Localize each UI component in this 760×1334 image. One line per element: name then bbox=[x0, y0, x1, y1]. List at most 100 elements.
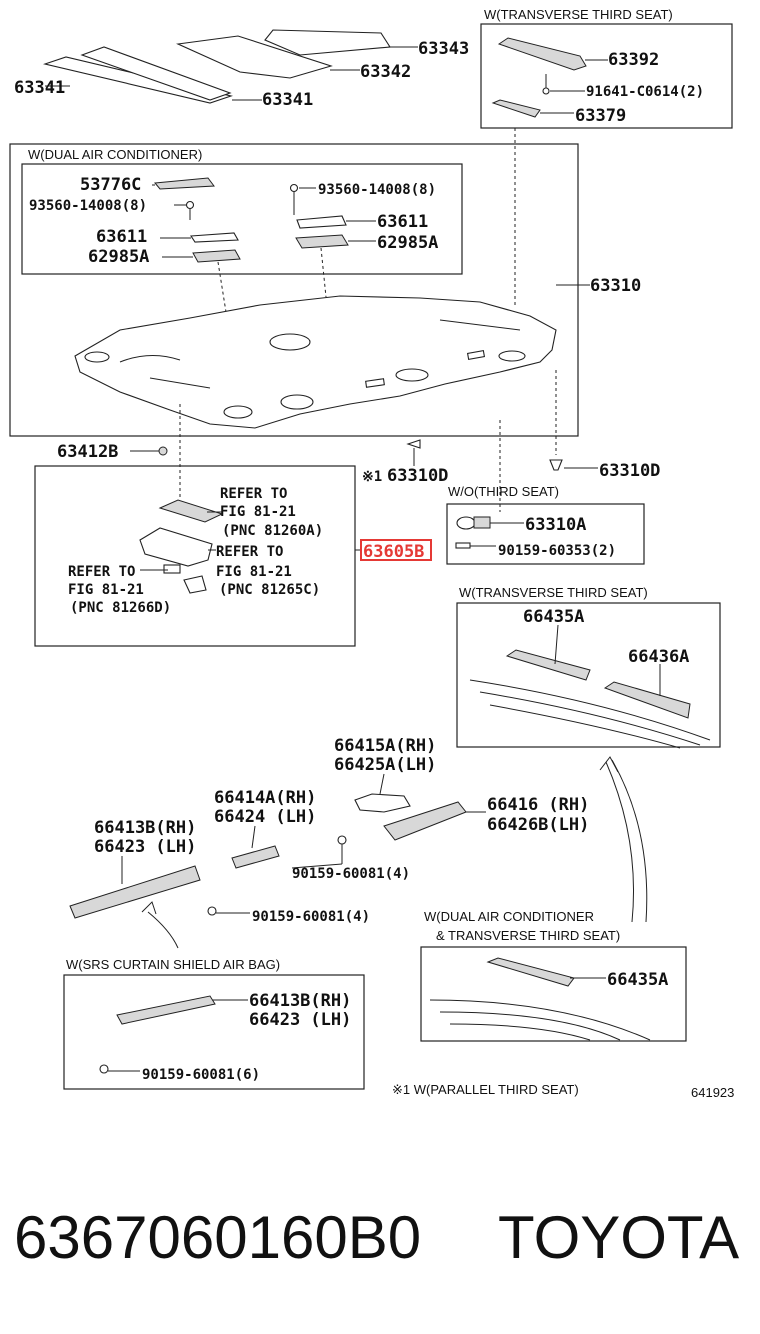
box-console bbox=[34, 465, 356, 647]
label-refer3-line1: REFER TO bbox=[68, 564, 135, 580]
part-66413b bbox=[69, 865, 201, 919]
label-66423-srs: 66423 (LH) bbox=[249, 1010, 351, 1030]
label-93560-right: 93560-14008(8) bbox=[318, 182, 436, 198]
headliner-hole bbox=[84, 351, 110, 363]
box-headliner bbox=[9, 143, 579, 437]
label-63341-right: 63341 bbox=[262, 90, 313, 110]
part-63611-left bbox=[190, 232, 239, 243]
screw-90159-4b bbox=[207, 906, 217, 916]
label-62985a-left: 62985A bbox=[88, 247, 149, 267]
caption-transverse-mid: W(TRANSVERSE THIRD SEAT) bbox=[459, 585, 648, 600]
headliner-hole bbox=[395, 368, 429, 382]
box-transverse-top bbox=[480, 23, 733, 129]
part-81265c bbox=[163, 564, 181, 574]
label-66415a: 66415A(RH) bbox=[334, 736, 436, 756]
bolt-91641 bbox=[542, 87, 550, 95]
label-63611-left: 63611 bbox=[96, 227, 147, 247]
part-63379 bbox=[491, 99, 541, 118]
label-90159-60353: 90159-60353(2) bbox=[498, 543, 616, 559]
label-90159-4b: 90159-60081(4) bbox=[252, 909, 370, 925]
part-66414a bbox=[231, 845, 280, 869]
label-66425a: 66425A(LH) bbox=[334, 755, 436, 775]
part-81266d bbox=[183, 575, 207, 594]
label-63412b: 63412B bbox=[57, 442, 118, 462]
caption-dual-ac-transverse-1: W(DUAL AIR CONDITIONER bbox=[424, 909, 594, 924]
label-90159-6: 90159-60081(6) bbox=[142, 1067, 260, 1083]
caption-dual-ac: W(DUAL AIR CONDITIONER) bbox=[28, 147, 202, 162]
box-wo-third bbox=[446, 503, 645, 565]
label-63310: 63310 bbox=[590, 276, 641, 296]
label-91641: 91641-C0614(2) bbox=[586, 84, 704, 100]
headliner-hole bbox=[280, 394, 314, 410]
label-63611-right: 63611 bbox=[377, 212, 428, 232]
headliner-slot bbox=[466, 350, 486, 360]
label-66413b: 66413B(RH) bbox=[94, 818, 196, 838]
label-63392: 63392 bbox=[608, 50, 659, 70]
screw-90159-6 bbox=[99, 1064, 109, 1074]
headliner-hole bbox=[223, 405, 253, 419]
caption-transverse-top: W(TRANSVERSE THIRD SEAT) bbox=[484, 7, 673, 22]
box-dual-ac bbox=[21, 163, 463, 275]
part-66415a bbox=[354, 793, 411, 813]
label-refer3-line3: (PNC 81266D) bbox=[70, 600, 171, 616]
pad-63341-b bbox=[80, 46, 232, 101]
label-66416: 66416 (RH) bbox=[487, 795, 589, 815]
label-93560-left: 93560-14008(8) bbox=[29, 198, 147, 214]
part-66436a bbox=[603, 681, 691, 719]
label-66426b: 66426B(LH) bbox=[487, 815, 589, 835]
box-dual-ac-transverse bbox=[420, 946, 687, 1042]
box-srs bbox=[63, 974, 365, 1090]
label-refer2-line3: (PNC 81265C) bbox=[219, 582, 320, 598]
headliner-hole bbox=[498, 350, 526, 362]
diagram-number: 641923 bbox=[691, 1085, 734, 1100]
screw-90159-4a bbox=[337, 835, 347, 845]
pad-63343 bbox=[264, 29, 391, 56]
screw-90159-60353 bbox=[455, 542, 471, 549]
headliner-slot bbox=[365, 378, 385, 388]
label-66414a: 66414A(RH) bbox=[214, 788, 316, 808]
label-refer1-line2: FIG 81-21 bbox=[220, 504, 296, 520]
footer-brand: TOYOTA bbox=[498, 1204, 739, 1271]
headliner-hole bbox=[269, 333, 311, 351]
caption-srs: W(SRS CURTAIN SHIELD AIR BAG) bbox=[66, 957, 280, 972]
highlight-63605b bbox=[360, 539, 432, 561]
mark-63310d: ※1 bbox=[362, 469, 382, 485]
pad-63342 bbox=[176, 35, 333, 79]
label-refer3-line2: FIG 81-21 bbox=[68, 582, 144, 598]
part-53776c bbox=[154, 177, 215, 190]
part-lamp-81260a bbox=[158, 499, 224, 523]
label-63310d-left: 63310D bbox=[387, 466, 448, 486]
part-66435a-bottom bbox=[486, 957, 575, 987]
caption-wo-third: W/O(THIRD SEAT) bbox=[448, 484, 559, 499]
label-63310d-right: 63310D bbox=[599, 461, 660, 481]
part-66435a-top bbox=[505, 649, 591, 681]
box-transverse-mid bbox=[456, 602, 721, 748]
screw-93560-right bbox=[289, 183, 299, 193]
clip-63412b bbox=[158, 446, 168, 456]
footnote: ※1 W(PARALLEL THIRD SEAT) bbox=[392, 1082, 579, 1097]
part-63611-right bbox=[296, 215, 347, 229]
label-90159-4a: 90159-60081(4) bbox=[292, 866, 410, 882]
label-refer2-line2: FIG 81-21 bbox=[216, 564, 292, 580]
headliner-63310 bbox=[74, 295, 557, 429]
part-63310a bbox=[456, 516, 476, 530]
label-63605b: 63605B bbox=[363, 542, 424, 562]
label-66435a-top: 66435A bbox=[523, 607, 584, 627]
label-66436a: 66436A bbox=[628, 647, 689, 667]
part-66416 bbox=[383, 801, 467, 841]
label-63343: 63343 bbox=[418, 39, 469, 59]
part-63310a-body bbox=[473, 516, 491, 529]
label-62985a-right: 62985A bbox=[377, 233, 438, 253]
label-refer1-line3: (PNC 81260A) bbox=[222, 523, 323, 539]
caption-dual-ac-transverse-2: & TRANSVERSE THIRD SEAT) bbox=[436, 928, 620, 943]
label-63341-left: 63341 bbox=[14, 78, 65, 98]
label-53776c: 53776C bbox=[80, 175, 141, 195]
part-62985a-right bbox=[295, 234, 349, 249]
part-63605b-console bbox=[139, 527, 213, 567]
clip-63310d-right bbox=[549, 459, 563, 471]
footer-part-number: 6367060160B0 bbox=[14, 1204, 421, 1271]
part-66413b-srs bbox=[116, 995, 216, 1025]
label-66424: 66424 (LH) bbox=[214, 807, 316, 827]
label-63310a: 63310A bbox=[525, 515, 586, 535]
